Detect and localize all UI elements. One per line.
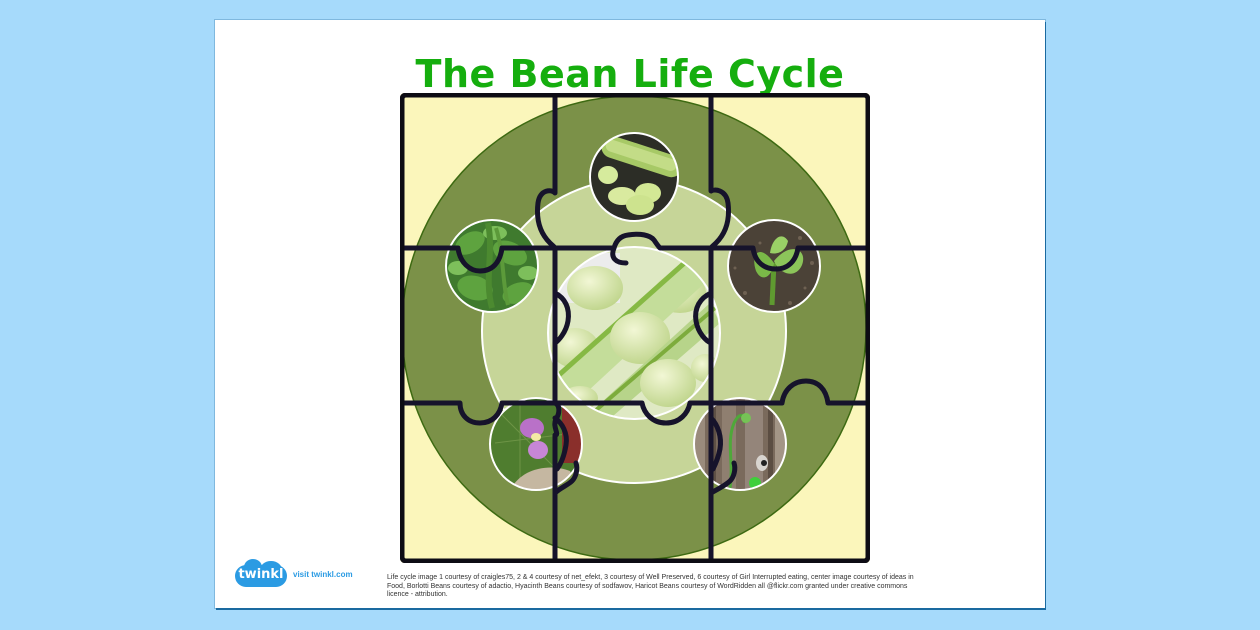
page-title: The Bean Life Cycle <box>415 52 845 96</box>
photo-seedling <box>728 220 820 312</box>
credit-line: Food, Borlotti Beans courtesy of adactio… <box>387 582 908 590</box>
puzzle-outlines <box>400 93 870 563</box>
cloud-logo-icon: twinkl <box>235 559 287 587</box>
twinkl-logo[interactable]: twinkl visit twinkl.com <box>235 559 353 587</box>
logo-text: twinkl <box>238 567 284 582</box>
credit-line: Life cycle image 1 courtesy of craigles7… <box>387 574 914 581</box>
worksheet-page: The Bean Life Cycle <box>215 20 1045 608</box>
visit-link[interactable]: visit twinkl.com <box>293 569 353 579</box>
life-cycle-puzzle <box>400 93 870 563</box>
photo-seeds <box>590 133 678 221</box>
credit-line: licence - attribution. <box>387 591 448 598</box>
image-credits: Life cycle image 1 courtesy of craigles7… <box>387 574 947 600</box>
